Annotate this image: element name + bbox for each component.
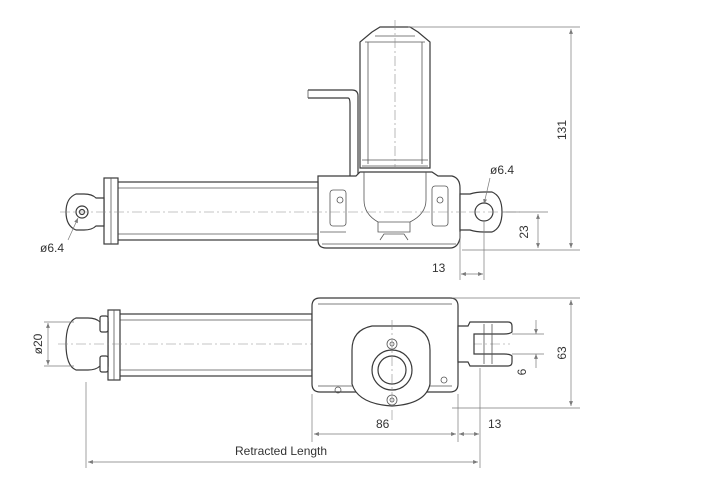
dim-retracted-length: Retracted Length [235,444,327,458]
dim-dia-20: ø20 [31,333,45,354]
bottom-dimensions: ø20 63 6 86 13 Retracted Length [31,297,580,468]
dim-23: 23 [517,225,531,239]
cable [307,89,359,196]
dim-63: 63 [555,346,569,360]
dim-131: 131 [555,120,569,140]
rear-clevis-bottom [457,321,513,367]
dim-13-top: 13 [432,261,446,275]
dim-6: 6 [515,368,529,375]
outer-tube-top [103,177,319,245]
top-view [60,20,520,249]
rod-end-bottom [58,315,510,373]
gearbox-bottom [311,297,459,420]
bottom-view [58,297,513,420]
gearbox [317,171,461,249]
top-dimensions: 131 23 ø6.4 ø6.4 13 [40,26,580,280]
dim-hole-right: ø6.4 [490,163,514,177]
dim-86: 86 [376,417,390,431]
dim-13-bottom: 13 [488,417,502,431]
dim-hole-left: ø6.4 [40,241,64,255]
outer-tube-bottom [107,309,313,381]
motor-housing [359,20,431,169]
